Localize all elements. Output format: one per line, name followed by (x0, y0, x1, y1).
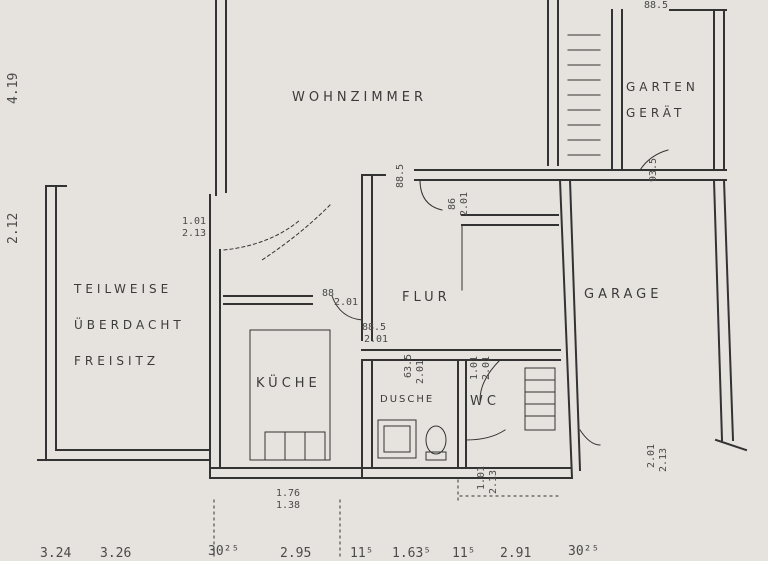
dim-kueche-176: 1.76 (276, 488, 301, 499)
dim-2135: 2.13 (182, 228, 207, 239)
dim-dusche-201: 2.01 (415, 359, 426, 384)
dim-left-2125: 2.12 (6, 212, 21, 244)
dim-door-201: 2.01 (459, 191, 470, 216)
dim-bottom-2135: 2.13 (488, 469, 499, 494)
dim-bottom-4: 2.95 (280, 546, 312, 561)
room-label-teilweise: TEILWEISE (74, 282, 173, 296)
room-label-garage: GARAGE (584, 287, 663, 302)
dim-garage-top: 93.5 (648, 157, 659, 182)
dim-flur-885b: 88.5 (362, 322, 387, 333)
dim-wc-101: 1.01 (469, 355, 480, 380)
dim-garage-side1: 2.01 (646, 443, 657, 468)
room-label-ueberdacht: ÜBERDACHT (74, 318, 185, 332)
room-label-wc: WC (470, 394, 500, 409)
room-label-flur: FLUR (402, 290, 451, 305)
dim-door-861: 86 (447, 197, 458, 210)
dim-wc-201: 2.01 (481, 355, 492, 380)
dim-bottom-2: 3.26 (100, 546, 132, 561)
dim-top-right: 88.5 (644, 0, 669, 11)
room-label-kueche: KÜCHE (256, 376, 321, 391)
dim-top-885: 88.5 (395, 163, 406, 188)
dim-kueche-1385: 1.38 (276, 500, 301, 511)
dim-garage-side2: 2.13 (658, 447, 669, 472)
room-label-garten: GARTEN (626, 80, 699, 94)
dim-dusche-635: 63.5 (403, 353, 414, 378)
dim-left-419: 4.19 (6, 72, 21, 104)
room-label-freisitz: FREISITZ (74, 354, 160, 368)
dim-flur-885: 88 (322, 288, 335, 299)
dim-bottom-1: 3.24 (40, 546, 72, 561)
dim-flur-201b: 2.01 (364, 334, 389, 345)
room-label-dusche: DUSCHE (380, 394, 435, 405)
dim-101: 1.01 (182, 216, 207, 227)
room-label-geraet: GERÄT (626, 106, 686, 120)
dim-bottom-5: 11⁵ (350, 546, 374, 561)
dim-bottom-3: 30²⁵ (208, 544, 240, 559)
dim-bottom-9: 30²⁵ (568, 544, 600, 559)
dim-bottom-101: 1.01 (476, 465, 487, 490)
dim-bottom-8: 2.91 (500, 546, 532, 561)
dim-bottom-6: 1.63⁵ (392, 546, 432, 561)
room-label-wohnzimmer: WOHNZIMMER (292, 90, 428, 105)
dim-flur-201: 2.01 (334, 297, 359, 308)
dim-bottom-7: 11⁵ (452, 546, 476, 561)
